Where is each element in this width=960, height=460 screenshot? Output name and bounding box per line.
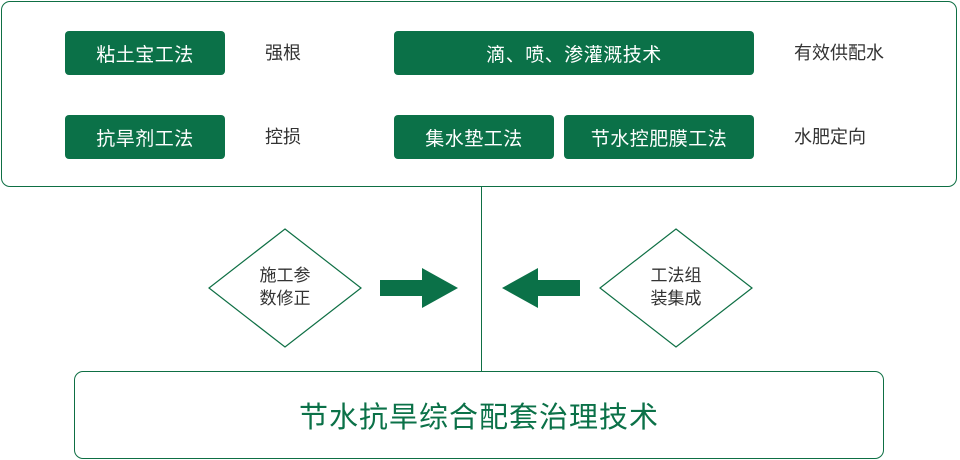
methods-panel	[1, 1, 957, 187]
integrated-technology-title: 节水抗旱综合配套治理技术	[298, 400, 659, 434]
method-box-water-pad: 集水垫工法	[394, 115, 554, 159]
method-label: 节水控肥膜工法	[590, 127, 728, 150]
diamond-construction-params: 施工参 数修正	[207, 227, 363, 349]
effect-label-root: 强根	[265, 43, 301, 64]
diamond-line-1: 施工参	[259, 266, 311, 286]
effect-label-loss-control: 控损	[265, 127, 301, 148]
diamond-shape	[208, 228, 362, 348]
diamond-method-integration: 工法组 装集成	[598, 227, 754, 349]
method-label: 抗旱剂工法	[96, 127, 194, 150]
diamond-line-2: 装集成	[650, 289, 702, 309]
diamond-line-2: 数修正	[259, 289, 311, 309]
method-label: 集水垫工法	[425, 127, 523, 150]
connector-line	[481, 187, 482, 372]
effect-label-water-fertilizer: 水肥定向	[794, 127, 866, 148]
arrow-left-icon	[502, 268, 580, 308]
method-box-fertilizer-film: 节水控肥膜工法	[564, 115, 754, 159]
method-label: 粘土宝工法	[96, 43, 194, 66]
method-box-irrigation: 滴、喷、渗灌溉技术	[394, 31, 754, 75]
method-box-clay: 粘土宝工法	[65, 31, 225, 75]
method-label: 滴、喷、渗灌溉技术	[486, 43, 662, 66]
method-box-drought-agent: 抗旱剂工法	[65, 115, 225, 159]
effect-label-water-supply: 有效供配水	[794, 43, 884, 64]
integrated-technology-box: 节水抗旱综合配套治理技术	[74, 371, 884, 459]
diamond-line-1: 工法组	[650, 266, 702, 286]
arrow-right-icon	[380, 268, 458, 308]
diamond-shape	[599, 228, 753, 348]
